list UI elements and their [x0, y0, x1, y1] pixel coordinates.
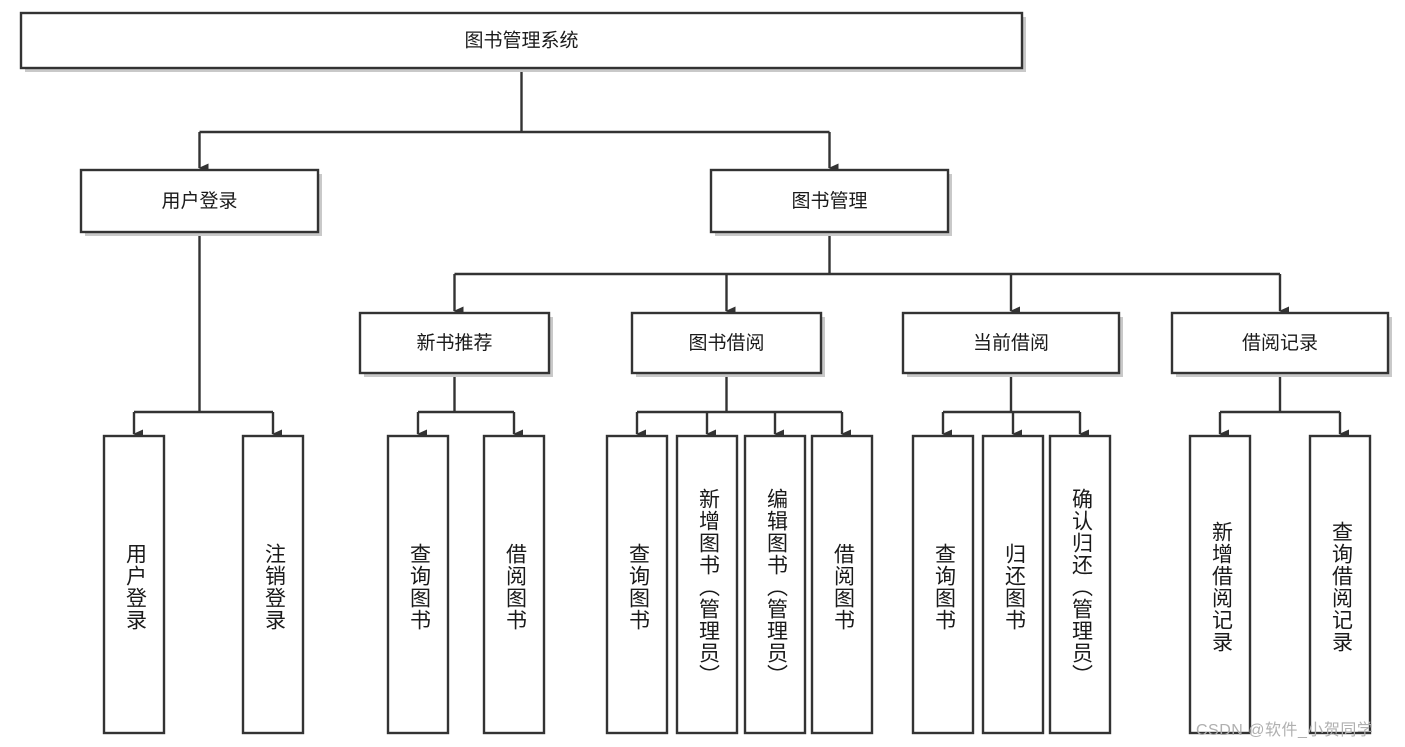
- node-level3-1[interactable]: [630, 311, 823, 375]
- node-level3-0[interactable]: [358, 311, 551, 375]
- node-leaf-4[interactable]: [605, 434, 669, 735]
- node-level2-label-0: 用户登录: [161, 190, 237, 212]
- box-layer: [19, 11, 1390, 735]
- csdn-watermark: CSDN @软件_小贺同学: [1196, 722, 1374, 739]
- node-leaf-8[interactable]: [911, 434, 975, 735]
- node-leaf-12[interactable]: [1308, 434, 1372, 735]
- node-level2-0[interactable]: [79, 168, 320, 234]
- node-leaf-10[interactable]: [1048, 434, 1112, 735]
- connector-layer: [132, 68, 1349, 439]
- node-leaf-9[interactable]: [981, 434, 1045, 735]
- node-level3-label-3: 借阅记录: [1242, 332, 1318, 354]
- node-leaf-0[interactable]: [102, 434, 166, 735]
- node-leaf-11[interactable]: [1188, 434, 1252, 735]
- node-level3-label-0: 新书推荐: [416, 332, 492, 354]
- node-leaf-1[interactable]: [241, 434, 305, 735]
- node-level3-3[interactable]: [1170, 311, 1390, 375]
- node-level2-label-1: 图书管理: [791, 190, 867, 212]
- node-level3-label-2: 当前借阅: [973, 332, 1049, 354]
- node-level3-2[interactable]: [901, 311, 1121, 375]
- node-level2-1[interactable]: [709, 168, 950, 234]
- node-leaf-3[interactable]: [482, 434, 546, 735]
- node-leaf-5[interactable]: [675, 434, 739, 735]
- node-root-label: 图书管理系统: [464, 30, 578, 52]
- node-root[interactable]: [19, 11, 1024, 70]
- node-level3-label-1: 图书借阅: [688, 332, 764, 354]
- node-leaf-7[interactable]: [810, 434, 874, 735]
- node-leaf-2[interactable]: [386, 434, 450, 735]
- node-leaf-6[interactable]: [743, 434, 807, 735]
